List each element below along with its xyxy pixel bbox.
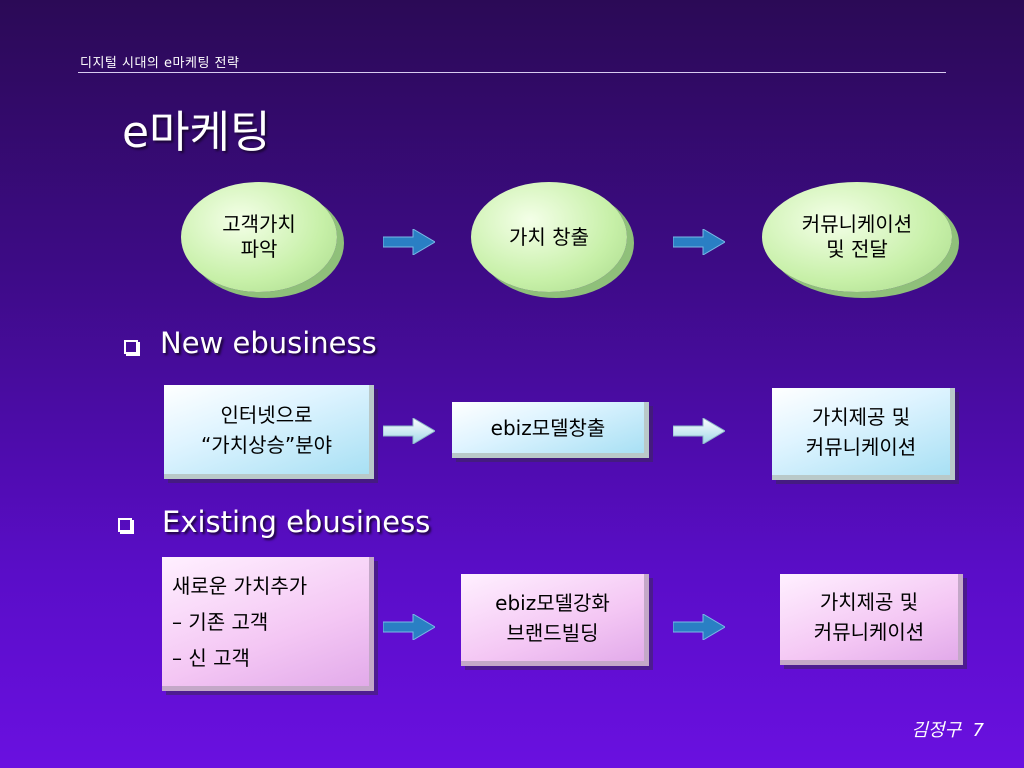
box-line: – 신 고객 (172, 645, 250, 670)
box-line: 커뮤니케이션 (813, 620, 925, 644)
slide-title: e마케팅 (122, 107, 271, 158)
header-divider (78, 72, 946, 73)
oval-customer-value: 고객가치 파악 (181, 182, 337, 292)
oval-line: 가치 창출 (509, 224, 589, 249)
box-line: 브랜드빌딩 (506, 620, 599, 645)
square-bullet-icon (118, 518, 132, 532)
box-internet-value-up: 인터넷으로 “가치상승”분야 (164, 385, 374, 479)
box-line: “가치상승”분야 (200, 432, 333, 457)
box-ebiz-model-strengthening: ebiz모델강화 브랜드빌딩 (461, 574, 649, 666)
arrow-right-icon (673, 418, 725, 444)
arrow-right-icon (673, 229, 725, 255)
oval-line: 고객가치 (222, 212, 296, 236)
oval-line: 파악 (240, 237, 278, 261)
box-new-value-addition: 새로운 가치추가 – 기존 고객 – 신 고객 (162, 557, 374, 691)
box-line: ebiz모델창출 (490, 415, 606, 440)
oval-line: 및 전달 (826, 237, 888, 261)
box-line: – 기존 고객 (172, 609, 269, 634)
slide-footer: 김정구 7 (911, 716, 984, 742)
section-label-new-ebusiness: New ebusiness (160, 326, 377, 360)
box-line: 새로운 가치추가 (172, 573, 308, 598)
oval-line: 커뮤니케이션 (801, 212, 913, 236)
oval-value-creation: 가치 창출 (471, 182, 627, 292)
box-line: 인터넷으로 (220, 402, 313, 427)
box-line: 가치제공 및 (819, 590, 919, 614)
slide-header: 디지털 시대의 e마케팅 전략 (80, 56, 240, 71)
oval-communication-delivery: 커뮤니케이션 및 전달 (762, 182, 952, 292)
footer-author: 김정구 (911, 720, 962, 741)
box-line: 커뮤니케이션 (805, 434, 917, 459)
page-number: 7 (972, 720, 984, 741)
square-bullet-icon (124, 340, 138, 354)
arrow-right-icon (383, 614, 435, 640)
box-ebiz-model-creation: ebiz모델창출 (452, 402, 649, 458)
section-label-existing-ebusiness: Existing ebusiness (162, 505, 431, 539)
arrow-right-icon (383, 229, 435, 255)
arrow-right-icon (383, 418, 435, 444)
box-value-delivery-communication: 가치제공 및 커뮤니케이션 (772, 388, 955, 480)
box-value-delivery-communication-existing: 가치제공 및 커뮤니케이션 (780, 574, 963, 665)
arrow-right-icon (673, 614, 725, 640)
box-line: 가치제공 및 (811, 404, 911, 429)
box-line: ebiz모델강화 (495, 590, 610, 615)
